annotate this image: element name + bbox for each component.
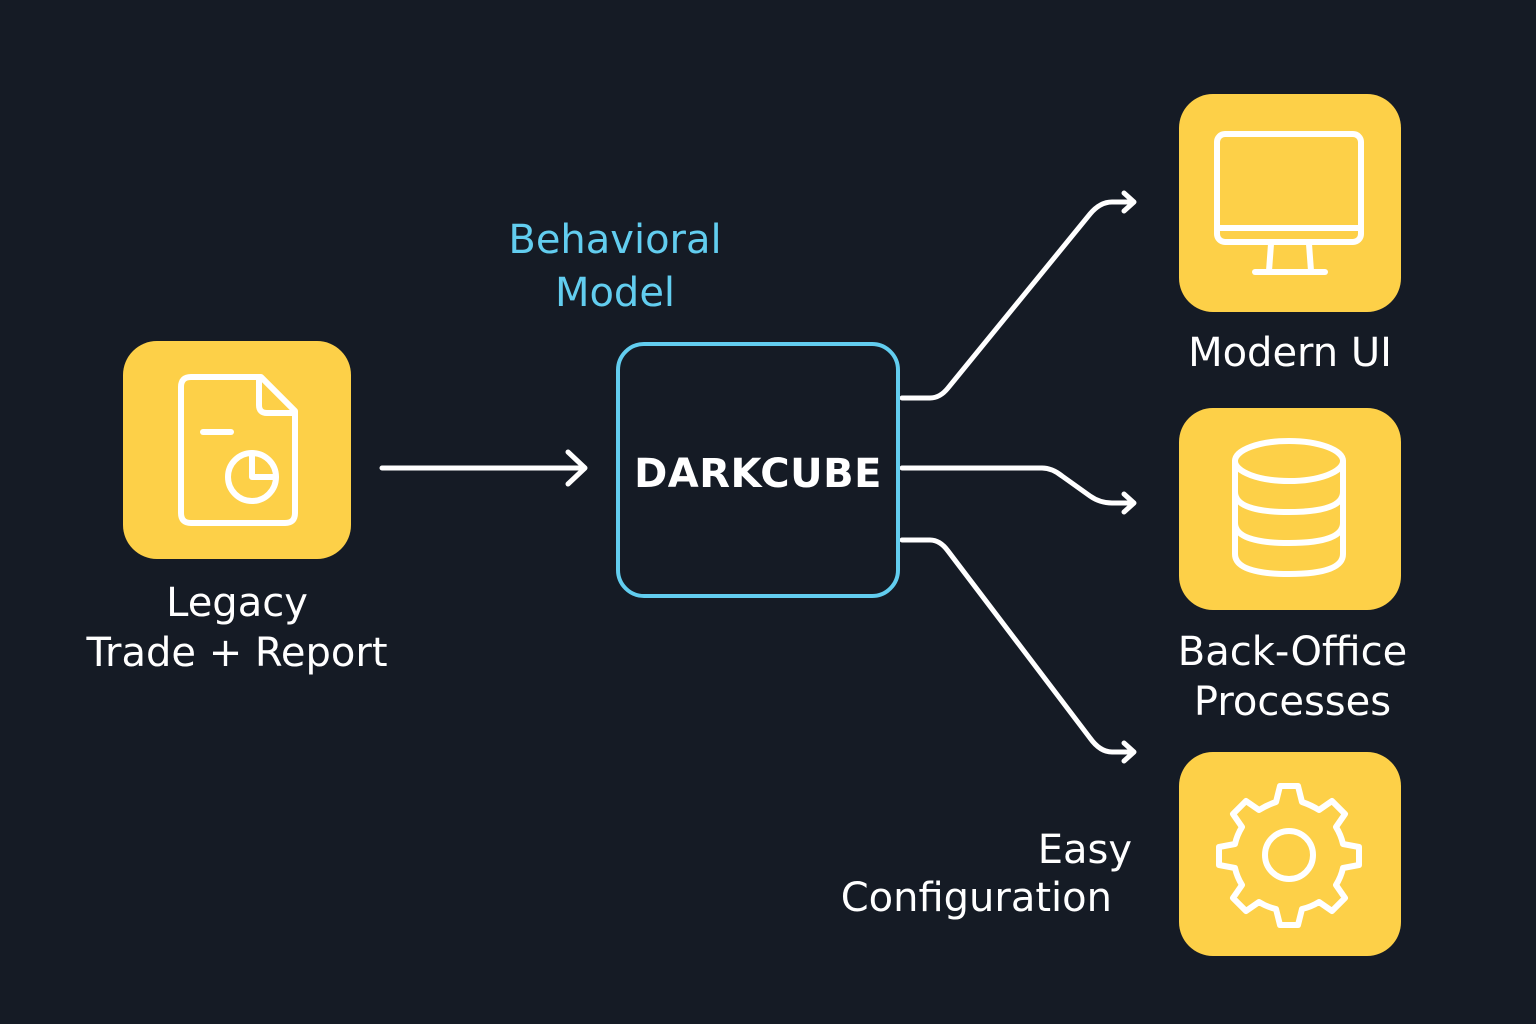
output-arrowhead-modern-ui	[1121, 190, 1137, 214]
output-arrow-configuration	[899, 537, 1136, 755]
configuration-tile	[1179, 752, 1401, 956]
modern-ui-label: Modern UI	[1140, 328, 1440, 378]
modern-ui-label-line1: Modern UI	[1188, 330, 1392, 376]
legacy-label-line1: Legacy	[166, 580, 308, 626]
back-office-label-line1: Back-Office	[1177, 629, 1408, 675]
behavioral-model-line1: Behavioral	[508, 217, 722, 263]
behavioral-model-label: Behavioral Model	[480, 214, 750, 320]
database-icon	[1232, 438, 1346, 577]
modern-ui-tile	[1179, 94, 1401, 312]
output-arrowhead-back-office	[1121, 491, 1137, 515]
legacy-label-line2: Trade + Report	[86, 630, 388, 676]
back-office-tile	[1179, 408, 1401, 610]
gear-icon	[1216, 783, 1362, 928]
darkcube-core-box: DARKCUBE	[616, 342, 900, 598]
configuration-label-line2: Configuration	[840, 875, 1112, 921]
output-arrow-back-office	[899, 465, 1136, 506]
document-chart-icon	[178, 374, 298, 526]
darkcube-title: DARKCUBE	[634, 451, 882, 497]
configuration-label: Easy Configuration	[780, 826, 1132, 922]
behavioral-model-line2: Model	[554, 270, 676, 316]
legacy-source-label: Legacy Trade + Report	[37, 578, 437, 678]
output-arrowhead-configuration	[1121, 740, 1137, 764]
back-office-label: Back-Office Processes	[1130, 627, 1455, 727]
configuration-label-line1: Easy	[1037, 827, 1132, 873]
monitor-icon	[1214, 131, 1364, 275]
input-arrowhead	[565, 449, 588, 487]
output-arrow-modern-ui	[899, 199, 1136, 401]
back-office-label-line2: Processes	[1193, 679, 1392, 725]
legacy-source-tile	[123, 341, 351, 559]
